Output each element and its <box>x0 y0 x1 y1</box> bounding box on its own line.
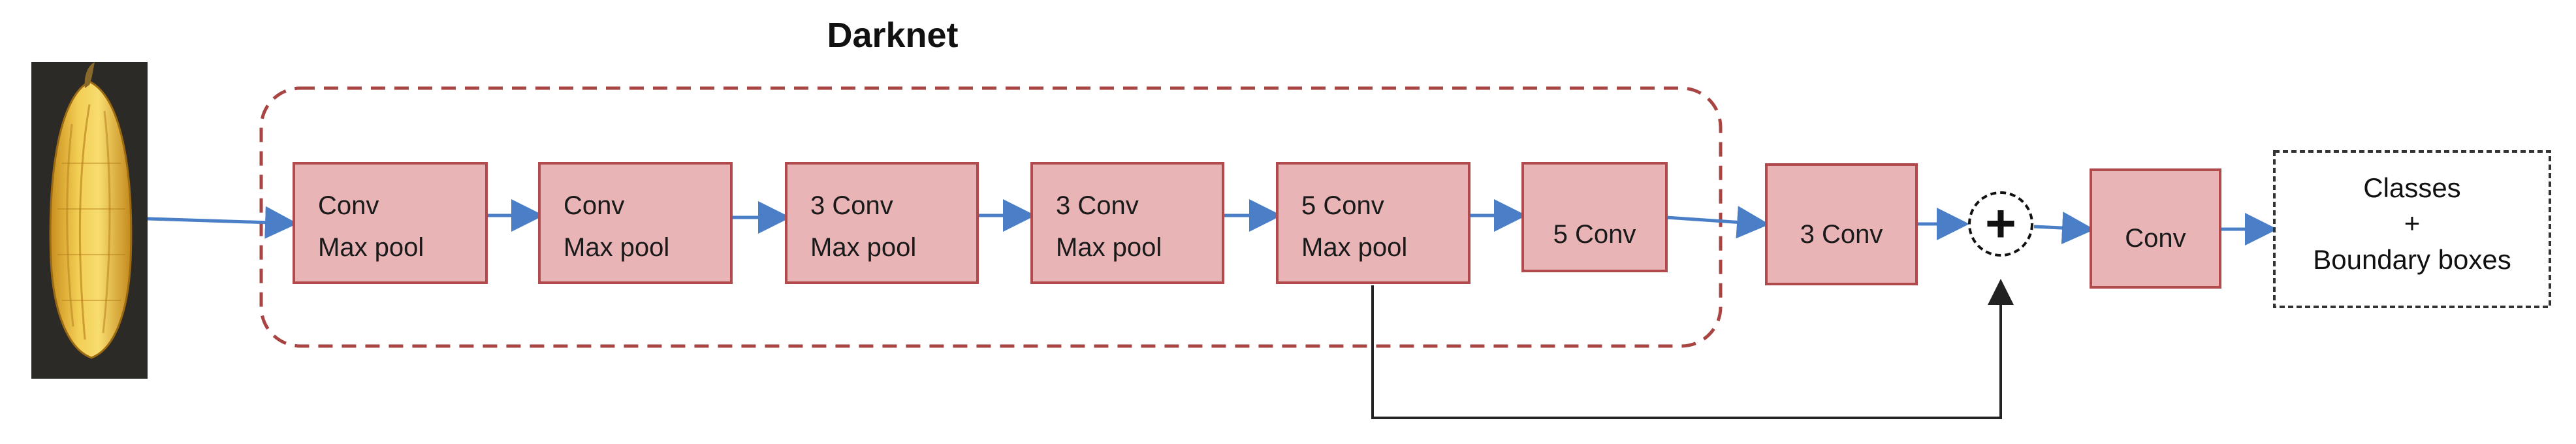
block-label-line1: 3 Conv <box>1056 191 1139 220</box>
corn-kernel-icon <box>49 62 133 359</box>
post-block-conv: Conv <box>2090 168 2221 289</box>
block-label-line1: 5 Conv <box>1553 220 1636 249</box>
darknet-block-2: Conv Max pool <box>538 162 733 284</box>
output-box-border <box>2273 150 2551 308</box>
block-label-line2: Max pool <box>1301 233 1407 262</box>
output-label-classes: Classes <box>2363 172 2460 203</box>
plus-icon: + <box>1985 194 2016 253</box>
block-label-line1: Conv <box>564 191 624 220</box>
darknet-group-border <box>259 86 1723 348</box>
arrow-input-to-block1 <box>147 206 298 239</box>
input-image <box>31 62 148 379</box>
adder-circle <box>1968 191 2033 257</box>
output-box: Classes + Boundary boxes <box>2273 150 2551 308</box>
block-label-line2: Max pool <box>1056 233 1162 262</box>
arrow-adder-to-post2 <box>2033 212 2095 245</box>
post-block-3conv: 3 Conv <box>1765 163 1918 285</box>
post-block-label: 3 Conv <box>1800 220 1883 249</box>
adder-node: + <box>1968 191 2033 257</box>
block-label-line2: Max pool <box>810 233 916 262</box>
darknet-block-6: 5 Conv <box>1521 162 1668 272</box>
output-label-plus: + <box>2404 208 2421 238</box>
block-label-line2: Max pool <box>318 233 424 262</box>
darknet-block-3: 3 Conv Max pool <box>785 162 979 284</box>
arrow-block6-to-post1 <box>1666 206 1770 239</box>
block-label-line2: Max pool <box>564 233 669 262</box>
block-label-line1: 3 Conv <box>810 191 893 220</box>
skip-connection <box>1371 279 2014 419</box>
block-label-line1: Conv <box>318 191 379 220</box>
post-block-label: Conv <box>2125 224 2186 253</box>
darknet-block-4: 3 Conv Max pool <box>1030 162 1224 284</box>
darknet-block-5: 5 Conv Max pool <box>1276 162 1471 284</box>
flow-arrows <box>147 199 2278 246</box>
block-label-line1: 5 Conv <box>1301 191 1384 220</box>
output-label-boxes: Boundary boxes <box>2313 244 2511 275</box>
skip-connection-line <box>1371 279 2014 419</box>
darknet-block-1: Conv Max pool <box>293 162 488 284</box>
diagram-title: Darknet <box>827 16 958 55</box>
